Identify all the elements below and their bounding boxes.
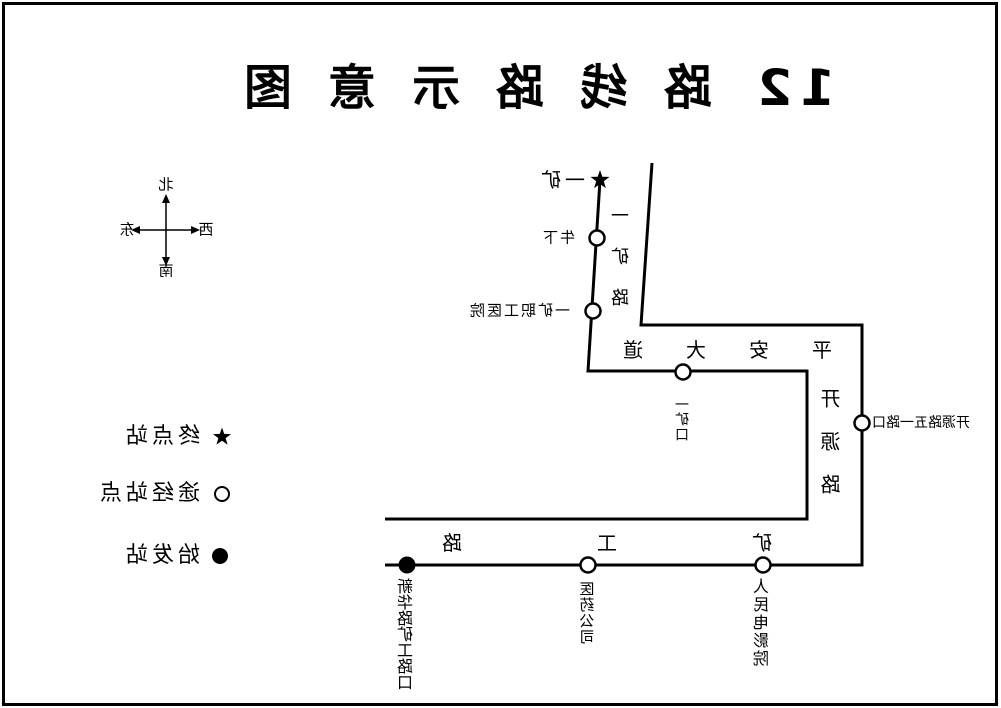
stop-marker xyxy=(754,556,772,574)
stop-label-terminal: 一矿 xyxy=(537,168,585,192)
road-label-pingan: 平安大道 xyxy=(580,338,832,362)
stop-marker xyxy=(588,229,606,247)
compass-north-label: 北 xyxy=(158,175,174,194)
stop-label: 一矿口 xyxy=(675,397,691,442)
stop-marker-start xyxy=(398,556,416,574)
stop-marker xyxy=(584,302,602,320)
title-route-number: 12 xyxy=(749,59,835,117)
legend-start-label: 始发站 xyxy=(121,543,200,568)
compass-east-label: 东 xyxy=(119,220,135,239)
road-label-kuanggong: 矿工路 xyxy=(307,531,772,555)
stop-label: 开源路五一路口 xyxy=(872,415,970,431)
stop-label: 一矿职工医院 xyxy=(467,301,570,320)
page-title: 路线路示意图 xyxy=(207,60,712,116)
open-circle-icon xyxy=(214,486,230,502)
compass-arrows-icon xyxy=(131,194,200,266)
terminal-star-icon xyxy=(590,170,610,189)
stop-marker xyxy=(674,363,692,381)
road-line-outer xyxy=(385,162,864,567)
star-icon xyxy=(212,427,232,445)
stop-label-start: 新华路矿工路口 xyxy=(397,578,416,690)
stop-marker xyxy=(579,556,597,574)
stop-label: 医药公司 xyxy=(578,581,597,645)
stop-label: 人民电影院 xyxy=(753,578,772,668)
compass-south-label: 南 xyxy=(158,261,174,280)
filled-circle-icon xyxy=(212,548,228,564)
legend-terminal-label: 终点站 xyxy=(121,424,200,449)
east-arrow-icon xyxy=(131,226,140,234)
legend-via-label: 途经站点 xyxy=(95,481,200,506)
north-arrow-icon xyxy=(162,194,170,203)
road-label-kaiyuan: 开源路 xyxy=(820,388,844,517)
stop-marker xyxy=(853,414,871,432)
road-label-yikuang: 一矿路 xyxy=(611,206,632,329)
stop-label: 牛下 xyxy=(540,228,575,247)
south-arrow-icon xyxy=(162,257,170,266)
compass-west-label: 西 xyxy=(198,220,214,239)
west-arrow-icon xyxy=(191,226,200,234)
